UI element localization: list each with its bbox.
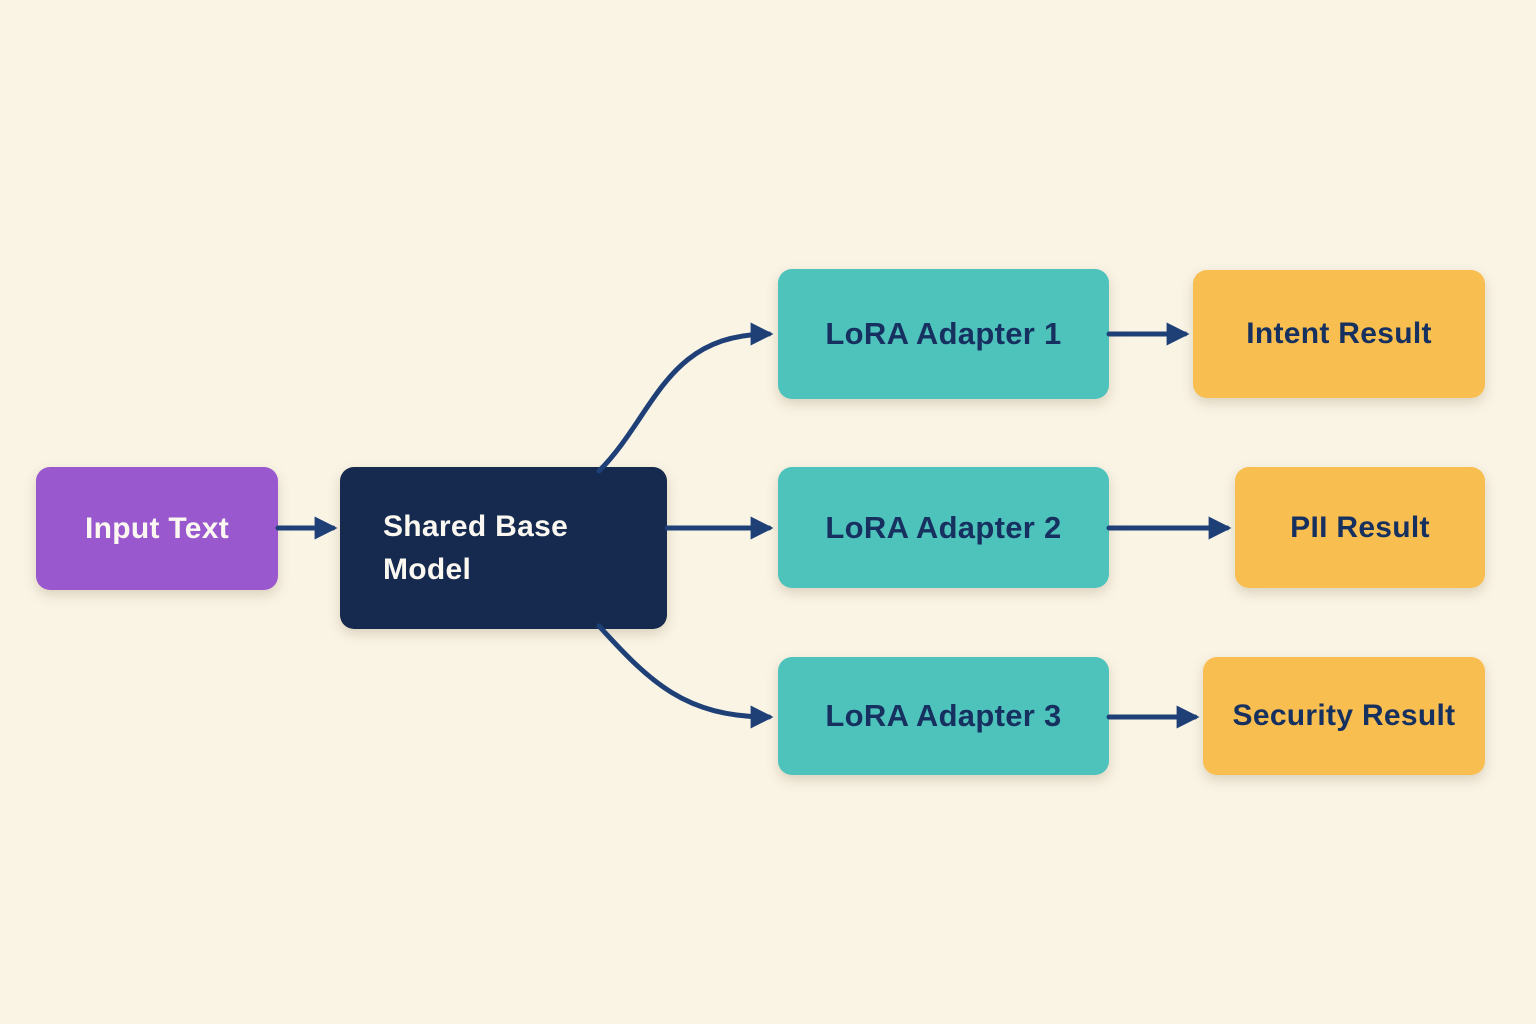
edge-base-to-adapter1 (596, 322, 774, 474)
node-lora-adapter-1: LoRA Adapter 1 (778, 269, 1109, 399)
node-input-text: Input Text (36, 467, 278, 590)
node-shared-base-model: Shared Base Model (340, 467, 667, 629)
node-pii-result: PII Result (1235, 467, 1485, 588)
node-lora-adapter-2: LoRA Adapter 2 (778, 467, 1109, 588)
node-lora-adapter-3: LoRA Adapter 3 (778, 657, 1109, 775)
node-intent-result: Intent Result (1193, 270, 1485, 398)
node-security-result: Security Result (1203, 657, 1485, 775)
edge-base-to-adapter3 (596, 623, 774, 729)
